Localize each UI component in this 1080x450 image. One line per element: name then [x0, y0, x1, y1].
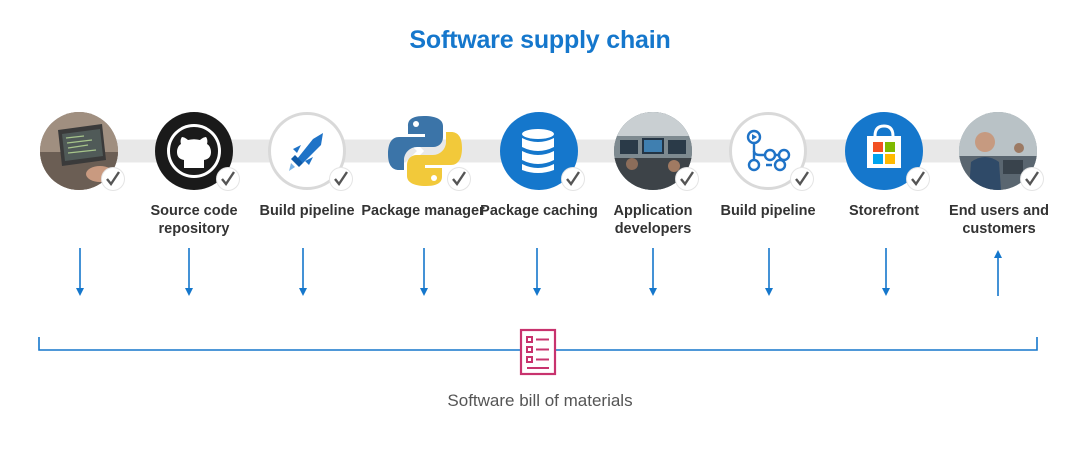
stage-label-source-code-repository: Source code repository — [150, 203, 238, 237]
stage-end-users-node — [959, 112, 1043, 190]
check-icon — [452, 171, 466, 187]
check-icon — [680, 171, 694, 187]
checkmark-badge — [102, 168, 124, 190]
checkmark-badge — [907, 168, 929, 190]
check-icon — [911, 171, 925, 187]
stage-storefront-node — [845, 112, 929, 190]
stage-build-pipeline-2-node — [729, 112, 813, 190]
stage-label-storefront: Storefront — [848, 203, 920, 219]
stage-source-repo-node — [155, 112, 239, 190]
checkmark-badge — [791, 168, 813, 190]
checkmark-badge — [217, 168, 239, 190]
stage-package-manager-node — [386, 112, 470, 190]
checkmark-badge — [448, 168, 470, 190]
checklist-icon — [519, 328, 557, 381]
check-icon — [106, 171, 120, 187]
stage-label-application-developers: Application developers — [613, 203, 693, 237]
stage-label-build-pipeline: Build pipeline — [259, 203, 355, 219]
check-icon — [334, 171, 348, 187]
stage-label-end-users-and-customers: End users and customers — [949, 203, 1049, 237]
check-icon — [566, 171, 580, 187]
checkmark-badge — [676, 168, 698, 190]
stage-build-pipeline-node — [268, 112, 352, 190]
check-icon — [795, 171, 809, 187]
bom-label: Software bill of materials — [447, 391, 633, 410]
check-icon — [1025, 171, 1039, 187]
checkmark-badge — [1021, 168, 1043, 190]
stage-developer-node — [40, 112, 124, 190]
stage-label-package-manager: Package manager — [361, 203, 485, 219]
python-icon — [386, 112, 464, 190]
stage-app-developers-node — [614, 112, 698, 190]
stage-label-build-pipeline-2: Build pipeline — [720, 203, 816, 219]
checkmark-badge — [562, 168, 584, 190]
checkmark-badge — [330, 168, 352, 190]
stage-label-package-caching: Package caching — [480, 203, 598, 219]
stage-package-caching-node — [500, 112, 584, 190]
check-icon — [221, 171, 235, 187]
diagram-title: Software supply chain — [409, 26, 671, 54]
